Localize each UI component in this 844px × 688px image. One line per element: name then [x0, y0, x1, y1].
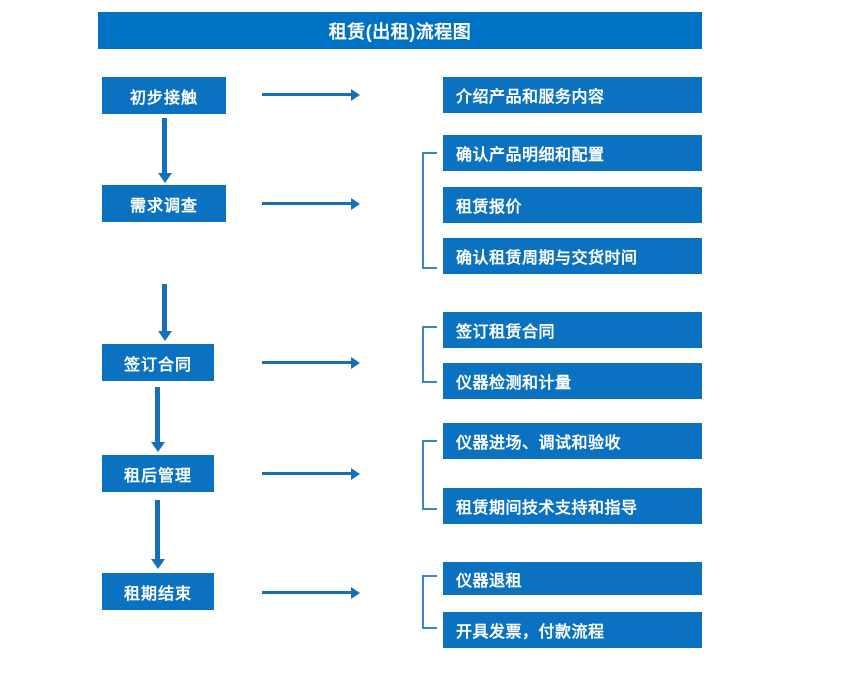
group-bracket-zuqi-jieshu — [422, 575, 437, 629]
diagram-title: 租赁(出租)流程图 — [98, 12, 702, 49]
stage-box-zuqi-jieshu[interactable]: 租期结束 — [102, 573, 214, 610]
flow-arrow-down-2 — [162, 284, 167, 332]
link-arrow-right-5 — [262, 591, 352, 594]
link-arrow-right-1 — [262, 93, 352, 96]
detail-box-queren-zulin-zhouqi[interactable]: 确认租赁周期与交货时间 — [443, 238, 702, 274]
link-arrow-right-4 — [262, 472, 352, 475]
stage-box-zuhou-guanli[interactable]: 租后管理 — [102, 455, 214, 492]
stage-box-xuqiu-diaocha[interactable]: 需求调查 — [102, 185, 226, 222]
detail-box-queren-chanpin-mingxi[interactable]: 确认产品明细和配置 — [443, 135, 702, 171]
group-bracket-zuhou-guanli — [422, 440, 437, 510]
flow-arrow-down-3 — [155, 387, 160, 443]
detail-box-yiqi-jiance-jiliang[interactable]: 仪器检测和计量 — [443, 363, 702, 399]
detail-box-qianding-zulin-hetong[interactable]: 签订租赁合同 — [443, 312, 702, 348]
link-arrow-right-2 — [262, 202, 352, 205]
stage-box-chubu-jiechu[interactable]: 初步接触 — [102, 77, 226, 114]
detail-box-zulin-baojia[interactable]: 租赁报价 — [443, 187, 702, 223]
stage-box-qianding-hetong[interactable]: 签订合同 — [102, 344, 214, 381]
detail-box-yiqi-tuizu[interactable]: 仪器退租 — [443, 562, 702, 595]
detail-box-yiqi-jinchang-tiaoshi[interactable]: 仪器进场、调试和验收 — [443, 423, 702, 459]
detail-box-zulin-qijian-jishu[interactable]: 租赁期间技术支持和指导 — [443, 488, 702, 524]
group-bracket-xuqiu-diaocha — [422, 152, 437, 269]
group-bracket-qianding-hetong — [422, 326, 437, 383]
flow-arrow-down-1 — [162, 118, 167, 174]
detail-box-kaiju-fapiao[interactable]: 开具发票，付款流程 — [443, 612, 702, 648]
flow-arrow-down-4 — [155, 500, 160, 560]
detail-box-jieshao-chanpin[interactable]: 介绍产品和服务内容 — [443, 77, 702, 113]
link-arrow-right-3 — [262, 361, 352, 364]
